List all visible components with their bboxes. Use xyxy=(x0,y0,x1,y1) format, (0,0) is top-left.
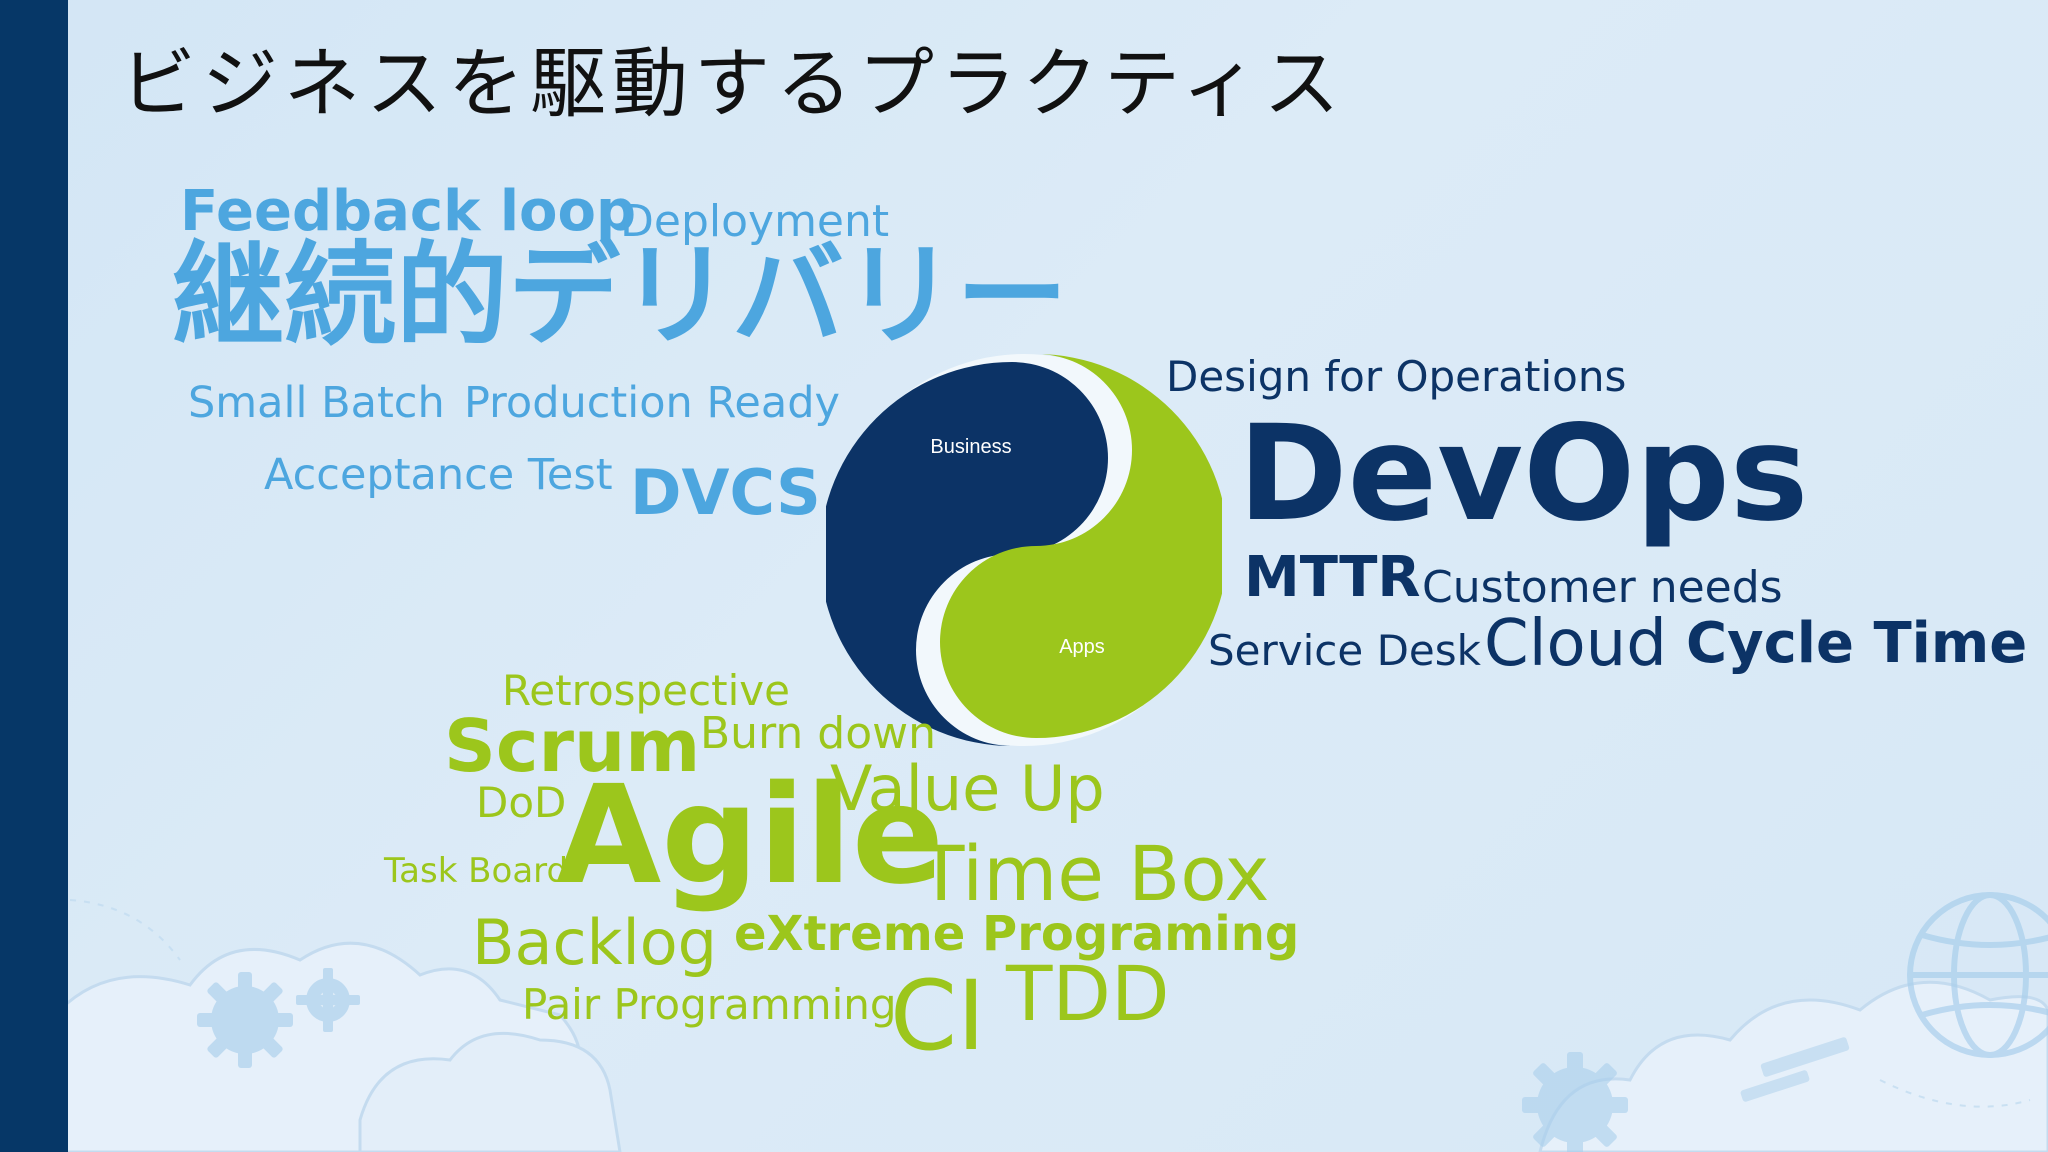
word-service-desk: Service Desk xyxy=(1208,626,1481,675)
word-agile: Agile xyxy=(556,757,945,915)
word-cloud: Cloud xyxy=(1484,607,1667,681)
left-accent-bar xyxy=(0,0,68,1152)
yinyang-business-label: Business xyxy=(930,436,1011,458)
word-mttr: MTTR xyxy=(1244,545,1421,610)
word-acceptance-test: Acceptance Test xyxy=(264,450,613,500)
word-continuous-delivery: 継続的デリバリー xyxy=(172,231,1068,361)
word-scrum: Scrum xyxy=(444,704,701,788)
word-time-box: Time Box xyxy=(918,829,1270,918)
word-task-board: Task Board xyxy=(384,851,569,891)
word-small-batch: Small Batch xyxy=(188,378,445,428)
word-retrospective: Retrospective xyxy=(502,666,790,715)
word-deployment: Deployment xyxy=(620,196,890,247)
yinyang-business-half xyxy=(826,362,1108,746)
word-dvcs: DVCS xyxy=(630,456,821,529)
yinyang-diagram: Business Apps xyxy=(826,354,1222,746)
word-customer-needs: Customer needs xyxy=(1422,562,1783,613)
word-value-up: Value Up xyxy=(830,752,1105,825)
gear-icon xyxy=(197,968,360,1068)
yinyang-apps-half xyxy=(940,354,1222,738)
word-feedback-loop: Feedback loop xyxy=(180,179,637,244)
word-extreme-programing: eXtreme Programing xyxy=(734,906,1300,962)
word-backlog: Backlog xyxy=(472,906,718,979)
word-tdd: TDD xyxy=(1006,949,1170,1038)
slide-title: ビジネスを駆動するプラクティス xyxy=(120,39,1346,128)
word-production-ready: Production Ready xyxy=(464,378,840,428)
word-pair-programming: Pair Programming xyxy=(522,980,897,1029)
cloud-icon xyxy=(58,941,2048,1152)
word-burn-down: Burn down xyxy=(700,708,936,759)
word-dod: DoD xyxy=(476,778,567,827)
word-cycle-time: Cycle Time xyxy=(1686,611,2028,676)
yinyang-apps-label: Apps xyxy=(1059,636,1105,658)
word-ci: CI xyxy=(890,960,986,1072)
gear-icon xyxy=(1522,1052,1628,1152)
word-design-for-operations: Design for Operations xyxy=(1166,352,1627,401)
word-devops: DevOps xyxy=(1238,397,1809,551)
globe-icon xyxy=(1907,892,2048,1058)
wrench-icon xyxy=(1740,1037,1850,1102)
